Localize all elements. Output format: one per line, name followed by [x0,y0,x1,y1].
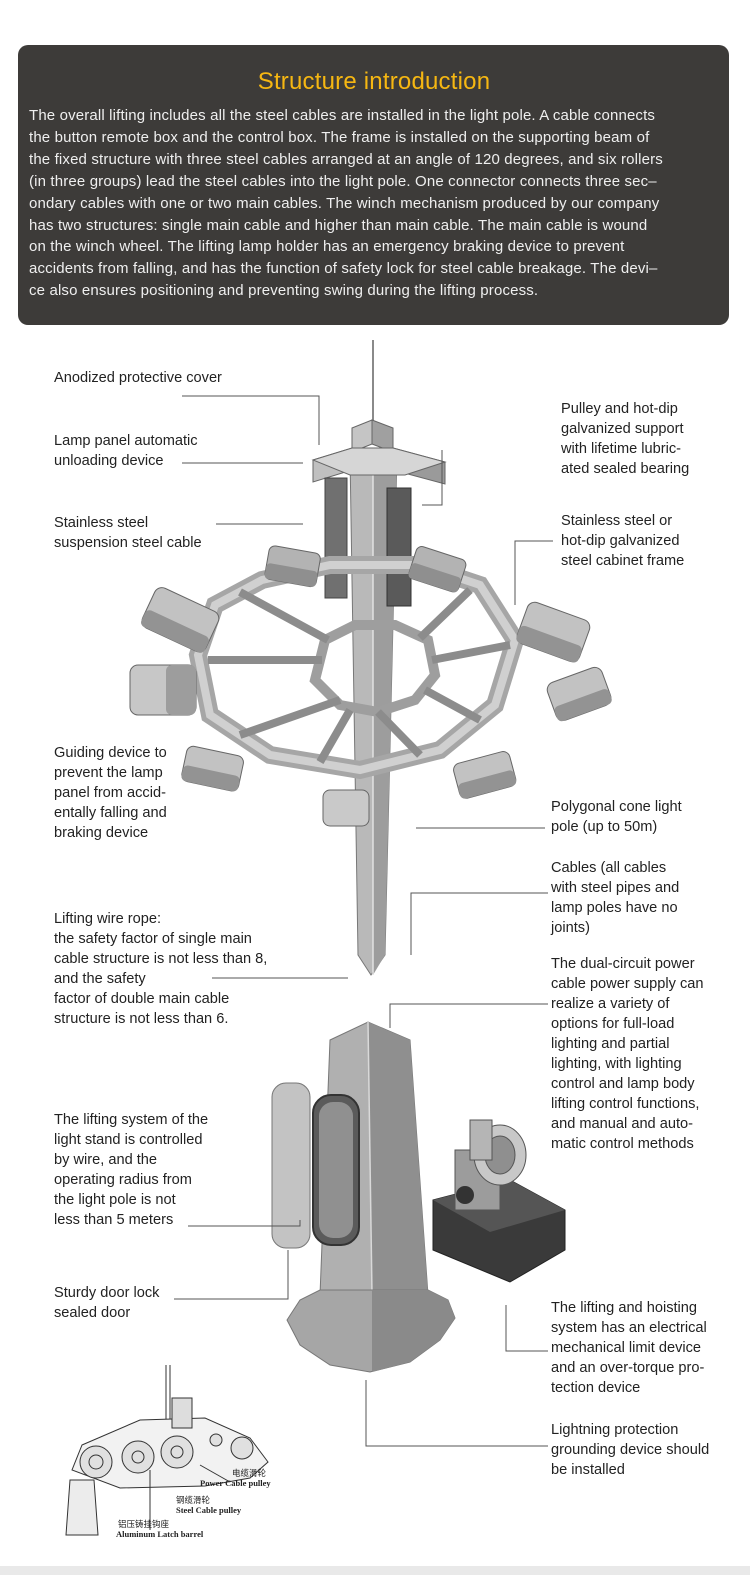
pulley-block-right [386,487,412,607]
bottom-divider [0,1566,750,1575]
label-limit-device: The lifting and hoisting system has an e… [551,1300,707,1396]
label-cabinet-frame: Stainless steel or hot-dip galvanized st… [561,513,685,569]
power-pulley-caption-cn: 电缆滑轮 [232,1468,267,1479]
winch-unit [432,1119,566,1283]
latch-barrel-caption-en: Aluminum Latch barrel [116,1529,204,1539]
intro-body: The overall lifting includes all the ste… [29,107,663,300]
structure-introduction-panel: Structure introduction The overall lifti… [18,45,729,325]
pulley-inset-drawing [65,1365,269,1536]
floodlight [264,545,321,588]
floodlight [453,751,517,799]
steel-pulley-caption-cn: 钢缆滑轮 [176,1495,211,1506]
label-guiding-device: Guiding device to prevent the lamp panel… [54,745,167,841]
label-suspension-cable: Stainless steel suspension steel cable [54,515,202,551]
label-cables: Cables (all cables with steel pipes and … [551,860,680,936]
floodlight [141,587,220,653]
floodlight [408,546,467,593]
top-crosshead [311,419,447,485]
guiding-roller [322,789,370,827]
lower-pole [271,1021,456,1373]
leader-lines [174,395,553,1447]
floodlight [546,666,612,722]
label-lifting-wire-rope: Lifting wire rope: the safety factor of … [54,911,268,1027]
floodlights [129,545,612,827]
intro-title: Structure introduction [257,68,491,95]
label-cone-pole: Polygonal cone light pole (up to 50m) [551,799,682,835]
label-lightning: Lightning protection grounding device sh… [551,1422,710,1478]
floodlight [516,601,591,663]
label-lamp-panel-unloading: Lamp panel automatic unloading device [54,433,198,469]
label-door-lock: Sturdy door lock sealed door [54,1285,160,1321]
label-dual-circuit: The dual-circuit power cable power suppl… [551,956,704,1152]
floodlight [129,664,197,716]
door-panel [271,1082,311,1249]
pulley-block-left [324,477,348,599]
steel-pulley-caption-en: Steel Cable pulley [176,1505,242,1515]
label-anodized-cover: Anodized protective cover [54,370,222,386]
floodlight [181,745,244,792]
label-pulley-support: Pulley and hot-dip galvanized support wi… [561,401,690,477]
label-lifting-system-wire: The lifting system of the light stand is… [54,1112,209,1228]
latch-barrel-caption-cn: 铝压铸挂钩座 [118,1519,170,1530]
power-pulley-caption-en: Power Cable pulley [200,1478,271,1488]
